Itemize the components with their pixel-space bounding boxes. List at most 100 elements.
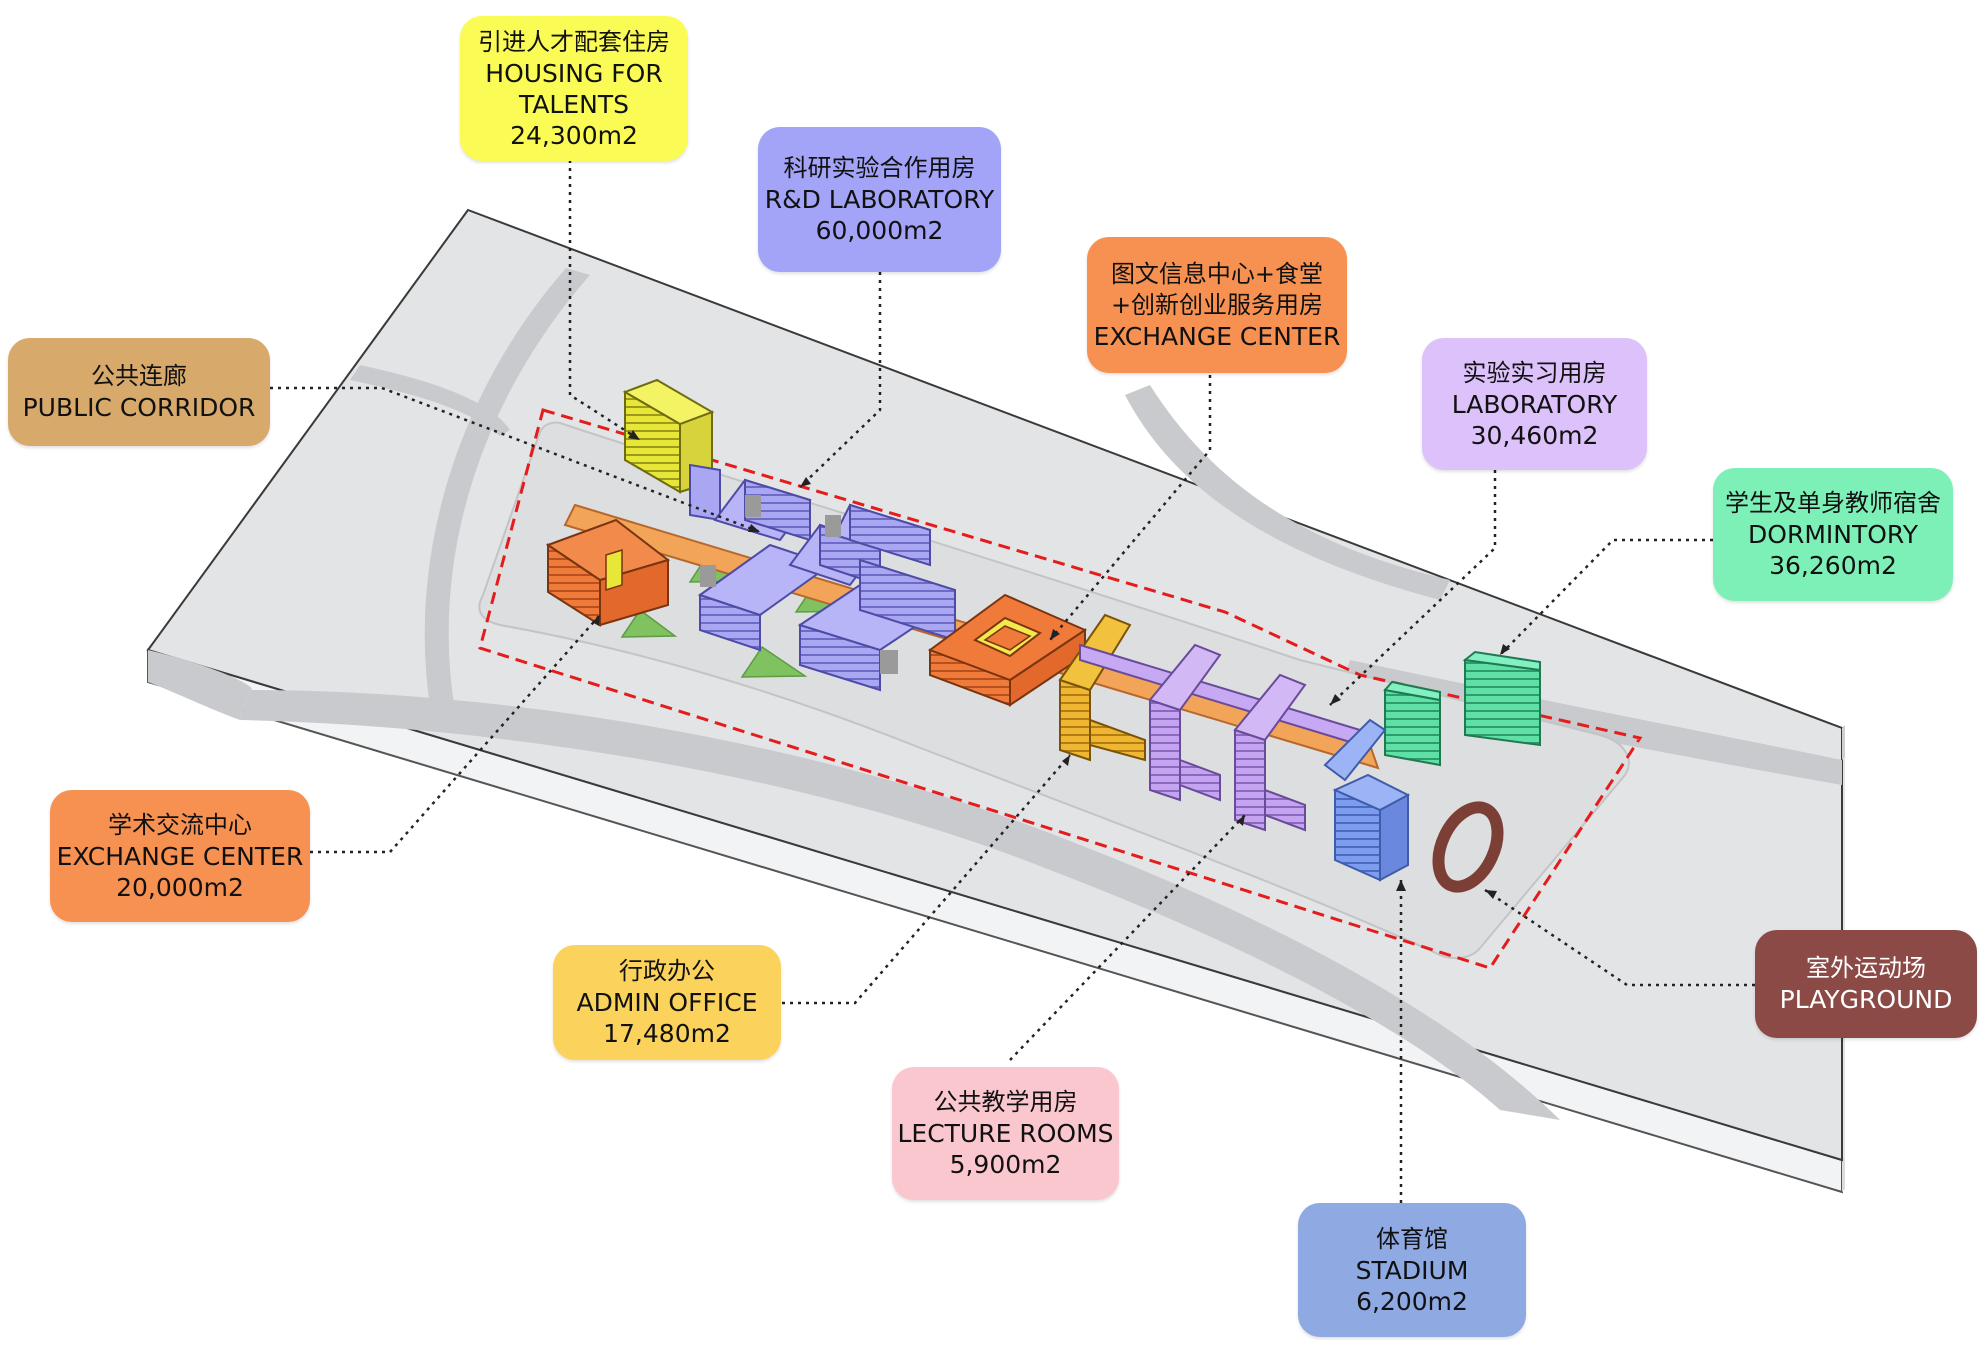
exchange-main-cn-2: +创新创业服务用房	[1110, 290, 1324, 319]
dormitory-en: DORMINTORY	[1748, 520, 1918, 549]
road-north-curve	[350, 365, 510, 436]
arrow-dormitory	[1500, 644, 1510, 655]
label-playground: 室外运动场 PLAYGROUND	[1755, 930, 1977, 1038]
lab-wing-1-branch	[1179, 758, 1221, 802]
stadium-en: STADIUM	[1355, 1255, 1469, 1285]
playground-cn: 室外运动场	[1806, 954, 1926, 982]
rd-lab-en: R&D LABORATORY	[764, 185, 995, 214]
arrow-laboratory	[1330, 694, 1341, 705]
lecture-wing	[1323, 718, 1387, 782]
corridor-en: PUBLIC CORRIDOR	[22, 393, 256, 422]
dorm-2-roof	[1462, 650, 1541, 672]
road-west-arc	[424, 268, 590, 710]
lecture-cn: 公共教学用房	[933, 1088, 1078, 1116]
label-public-corridor: 公共连廊 PUBLIC CORRIDOR	[8, 338, 270, 446]
label-rd-laboratory: 科研实验合作用房 R&D LABORATORY 60,000m2	[758, 127, 1001, 272]
rd-lab-cn: 科研实验合作用房	[783, 154, 976, 182]
leader-academic	[310, 614, 601, 854]
label-academic-exchange-center: 学术交流中心 EXCHANGE CENTER 20,000m2	[50, 790, 310, 922]
exchange-center-courtyard	[983, 625, 1032, 651]
label-exchange-center-main: 图文信息中心+食堂 +创新创业服务用房 EXCHANGE CENTER	[1087, 237, 1347, 373]
playground-en: PLAYGROUND	[1779, 985, 1953, 1014]
housing-en-1: HOUSING FOR	[485, 58, 663, 88]
leader-dormitory	[1499, 538, 1713, 656]
stadium-area: 6,200m2	[1356, 1286, 1468, 1316]
arrow-rd-lab	[800, 477, 811, 487]
exchange-main-cn-1: 图文信息中心+食堂	[1110, 259, 1324, 288]
housing-tower	[622, 378, 715, 494]
rd-stair-2	[825, 515, 841, 537]
leader-corridor	[270, 386, 761, 534]
red-line-boundary	[478, 408, 1643, 970]
academic-exchange-stair	[605, 548, 623, 592]
rd-lab-area: 60,000m2	[815, 216, 944, 245]
leader-housing	[568, 160, 641, 442]
arrow-housing	[628, 430, 640, 440]
dormitory-blocks	[1383, 650, 1541, 767]
dormitory-area: 36,260m2	[1769, 551, 1897, 580]
admin-cn: 行政办公	[619, 957, 715, 985]
academic-exchange-roof	[545, 518, 671, 582]
housing-area: 24,300m2	[510, 120, 638, 150]
laboratory-cluster	[1079, 643, 1361, 832]
academic-cn: 学术交流中心	[108, 810, 252, 839]
arrow-playground	[1485, 890, 1497, 899]
lab-wing-2-branch	[1264, 788, 1306, 832]
arrow-lecture	[1237, 815, 1245, 826]
laboratory-area: 30,460m2	[1470, 420, 1599, 450]
arrow-exchange	[1050, 629, 1060, 640]
leader-exchange	[1049, 375, 1212, 641]
stadium-roof	[1332, 773, 1411, 812]
dorm-2-front	[1464, 658, 1541, 747]
lecture-en: LECTURE ROOMS	[897, 1119, 1114, 1148]
laboratory-en: LABORATORY	[1451, 389, 1618, 419]
arrow-stadium	[1396, 880, 1406, 891]
lab-wing-2-roof	[1233, 673, 1307, 742]
admin-office-front	[1059, 678, 1091, 762]
exchange-center-building	[927, 593, 1088, 707]
courtyard-2	[740, 645, 808, 678]
lab-wing-1-front	[1149, 698, 1181, 802]
lecture-area: 5,900m2	[949, 1150, 1062, 1179]
courtyard-1	[620, 608, 678, 638]
label-dormitory: 学生及单身教师宿舍 DORMINTORY 36,260m2	[1713, 468, 1953, 601]
leader-playground	[1484, 888, 1755, 987]
lab-wing-1-roof	[1148, 643, 1222, 712]
leader-laboratory	[1329, 470, 1497, 706]
rd-stair-4	[880, 650, 898, 674]
stadium-cn: 体育馆	[1376, 1224, 1448, 1253]
rd-block-5-front	[849, 503, 931, 567]
label-laboratory: 实验实习用房 LABORATORY 30,460m2	[1422, 338, 1647, 470]
dorm-1-front	[1384, 688, 1441, 767]
rd-laboratory-cluster	[689, 463, 956, 692]
label-housing-for-talents: 引进人才配套住房 HOUSING FOR TALENTS 24,300m2	[460, 16, 688, 161]
label-stadium: 体育馆 STADIUM 6,200m2	[1298, 1203, 1526, 1337]
academic-exchange-building	[545, 518, 671, 627]
leader-lecture	[1009, 814, 1246, 1061]
leader-arrowheads	[592, 430, 1510, 899]
site-side-far	[1842, 725, 1845, 760]
label-lecture-rooms: 公共教学用房 LECTURE ROOMS 5,900m2	[892, 1067, 1119, 1200]
site-side-right	[1842, 1157, 1845, 1192]
admin-en: ADMIN OFFICE	[576, 988, 758, 1017]
arrow-admin	[1062, 755, 1070, 766]
admin-office-wing	[1089, 718, 1146, 762]
housing-cn: 引进人才配套住房	[478, 27, 670, 56]
admin-area: 17,480m2	[603, 1019, 731, 1048]
housing-tower-roof	[622, 378, 715, 426]
arrow-corridor	[748, 524, 760, 532]
label-admin-office: 行政办公 ADMIN OFFICE 17,480m2	[553, 945, 781, 1060]
dormitory-cn: 学生及单身教师宿舍	[1725, 489, 1941, 517]
rd-stair-3	[700, 565, 716, 587]
leader-rd-lab	[799, 272, 882, 488]
dorm-1-roof	[1383, 680, 1441, 702]
rd-stair-1	[745, 495, 761, 517]
corridor-cn: 公共连廊	[91, 362, 187, 390]
laboratory-cn: 实验实习用房	[1462, 358, 1607, 387]
academic-area: 20,000m2	[116, 872, 244, 902]
lab-wing-2-front	[1234, 728, 1266, 832]
road-east-arc	[1125, 385, 1450, 600]
housing-en-2: TALENTS	[519, 89, 629, 119]
exchange-main-en: EXCHANGE CENTER	[1093, 321, 1341, 351]
